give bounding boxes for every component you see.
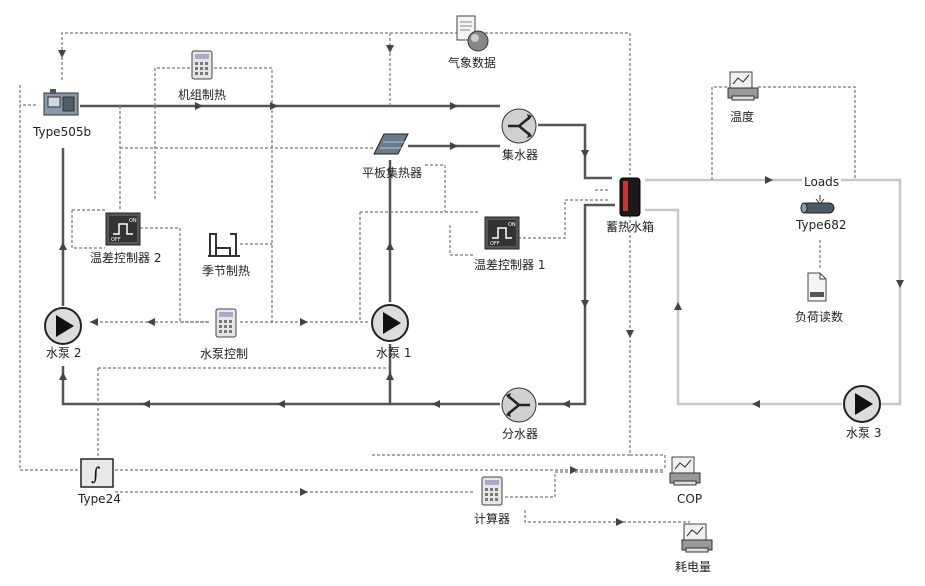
power-consumption-plotter[interactable] xyxy=(680,522,714,558)
weather-label: 气象数据 xyxy=(448,56,497,70)
differential-controller-icon: ON OFF xyxy=(105,212,141,246)
power-label: 耗电量 xyxy=(675,560,712,574)
type24-integrator[interactable]: ∫ xyxy=(80,458,114,492)
pump-1[interactable] xyxy=(370,303,410,347)
collecting-header[interactable] xyxy=(500,107,538,149)
differential-controller-1[interactable]: ON OFF xyxy=(484,216,520,254)
pump-icon xyxy=(44,307,82,345)
distributing-header-label: 分水器 xyxy=(502,427,539,441)
temperature-label: 温度 xyxy=(730,110,755,124)
control-lines xyxy=(19,20,856,523)
tank-label: 蓄热水箱 xyxy=(606,220,655,234)
pipe-pump3-to-tank xyxy=(645,208,842,406)
collecting-header-label: 集水器 xyxy=(502,148,539,162)
printer-plot-icon xyxy=(727,71,759,101)
cop-label: COP xyxy=(677,492,703,506)
cop-plotter[interactable] xyxy=(668,455,702,491)
svg-text:ON: ON xyxy=(508,222,516,228)
pump-3[interactable] xyxy=(842,384,882,428)
unit-heating-label: 机组制热 xyxy=(178,88,227,102)
integrator-icon: ∫ xyxy=(80,458,114,488)
ctrl2-label: 温差控制器 2 xyxy=(90,251,162,265)
calc-label: 计算器 xyxy=(474,512,511,526)
flow-arrows xyxy=(58,45,904,526)
load-read-label: 负荷读数 xyxy=(795,310,844,324)
diverter-icon xyxy=(501,108,537,144)
storage-tank[interactable] xyxy=(616,176,644,222)
weather-data-reader[interactable] xyxy=(454,14,490,58)
calculator[interactable] xyxy=(480,476,504,510)
pump1-label: 水泵 1 xyxy=(376,346,412,360)
seasonal-heating-schedule[interactable] xyxy=(208,230,240,262)
pump3-label: 水泵 3 xyxy=(846,426,882,440)
pump2-label: 水泵 2 xyxy=(46,346,82,360)
calculator-icon xyxy=(481,476,503,506)
type505b-heat-pump[interactable] xyxy=(42,88,80,122)
pipe-tank-to-divider xyxy=(538,203,615,406)
pump-icon xyxy=(371,304,409,342)
pipe-divider-to-pump2 xyxy=(61,366,500,406)
type682-label: Type682 xyxy=(796,218,847,232)
differential-controller-icon: ON OFF xyxy=(484,216,520,250)
distributing-header[interactable] xyxy=(500,386,538,428)
printer-plot-icon xyxy=(669,456,701,486)
pipe-header-to-tank xyxy=(538,123,612,180)
diverter-icon xyxy=(501,387,537,423)
type505b-label: Type505b xyxy=(33,125,92,139)
type24-label: Type24 xyxy=(78,492,121,506)
forcing-function-icon xyxy=(208,233,240,257)
load-data-reader[interactable] xyxy=(806,272,828,306)
loads-label: Loads xyxy=(802,175,842,189)
unit-heating-calculator[interactable] xyxy=(190,50,214,84)
svg-text:∫: ∫ xyxy=(91,464,101,485)
hydraulic-pipes xyxy=(61,104,615,406)
solar-collector-icon xyxy=(373,133,409,155)
type682-load[interactable] xyxy=(798,200,838,219)
flat-plate-collector[interactable] xyxy=(372,132,410,162)
calculator-icon xyxy=(215,308,237,338)
printer-plot-icon xyxy=(681,523,713,553)
ctrl1-label: 温差控制器 1 xyxy=(474,258,546,272)
collector-label: 平板集热器 xyxy=(362,166,423,180)
heat-pump-unit-icon xyxy=(43,89,79,116)
pump-control-calculator[interactable] xyxy=(214,308,238,342)
storage-tank-icon xyxy=(619,177,641,217)
calculator-icon xyxy=(191,50,213,80)
pipe-load-icon xyxy=(800,202,835,214)
temperature-plotter[interactable] xyxy=(726,70,760,106)
pump-ctrl-label: 水泵控制 xyxy=(200,347,249,361)
pipe-tank-to-load xyxy=(645,178,902,406)
svg-text:OFF: OFF xyxy=(111,237,121,243)
svg-text:OFF: OFF xyxy=(490,241,500,247)
svg-text:ON: ON xyxy=(129,218,137,224)
load-loop-pipes xyxy=(645,178,902,406)
pump-2[interactable] xyxy=(43,306,83,350)
data-file-icon xyxy=(807,272,827,302)
pump-icon xyxy=(843,385,881,423)
season-label: 季节制热 xyxy=(202,264,251,278)
weather-data-icon xyxy=(456,15,489,52)
differential-controller-2[interactable]: ON OFF xyxy=(105,212,141,250)
